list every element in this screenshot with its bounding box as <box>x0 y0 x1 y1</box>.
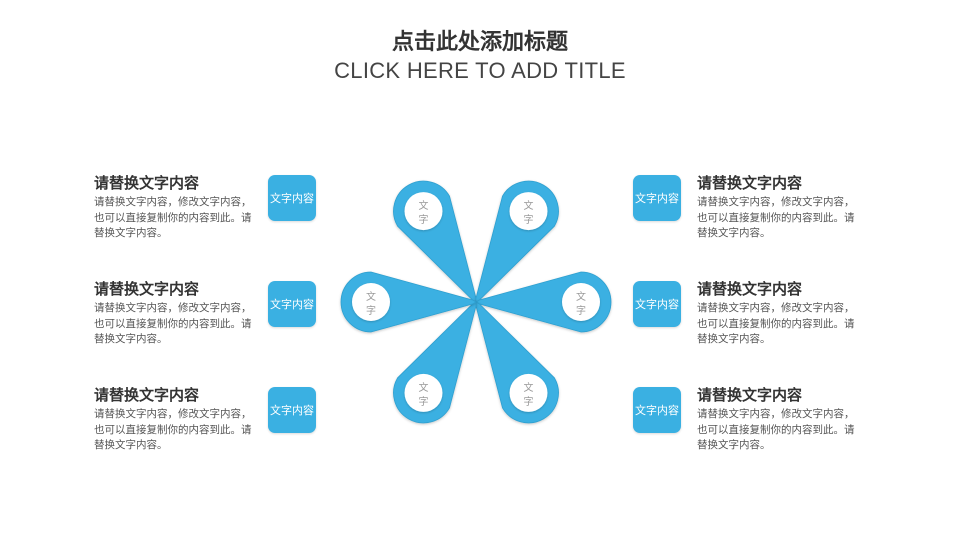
petal-label-line2: 字 <box>524 395 534 408</box>
petal-circle <box>404 373 443 412</box>
petal-circle <box>404 192 443 231</box>
badge-left-3: 文字内容 <box>268 387 316 433</box>
petal-label-line1: 文 <box>524 381 534 394</box>
petal-circle <box>509 192 548 231</box>
petal-label-line1: 文 <box>576 290 586 303</box>
petal-circle <box>509 373 548 412</box>
block-text: 请替换文字内容，修改文字内容，也可以直接复制你的内容到此。请替换文字内容。 <box>697 196 855 239</box>
text-block-right-1: 请替换文字内容 请替换文字内容，修改文字内容，也可以直接复制你的内容到此。请替换… <box>697 174 865 242</box>
block-text: 请替换文字内容，修改文字内容，也可以直接复制你的内容到此。请替换文字内容。 <box>94 302 252 345</box>
page-title: 点击此处添加标题 <box>391 30 568 55</box>
block-text: 请替换文字内容，修改文字内容，也可以直接复制你的内容到此。请替换文字内容。 <box>697 408 855 451</box>
petal-label-line2: 字 <box>419 213 429 226</box>
block-heading: 请替换文字内容 <box>94 280 200 298</box>
block-text: 请替换文字内容，修改文字内容，也可以直接复制你的内容到此。请替换文字内容。 <box>94 408 252 451</box>
text-block-left-2: 请替换文字内容 请替换文字内容，修改文字内容，也可以直接复制你的内容到此。请替换… <box>94 280 262 348</box>
text-block-left-3: 请替换文字内容 请替换文字内容，修改文字内容，也可以直接复制你的内容到此。请替换… <box>94 386 262 454</box>
badge-left-2: 文字内容 <box>268 281 316 327</box>
petal-label-line1: 文 <box>366 290 376 303</box>
block-text: 请替换文字内容，修改文字内容，也可以直接复制你的内容到此。请替换文字内容。 <box>697 302 855 345</box>
page-subtitle: CLICK HERE TO ADD TITLE <box>334 58 626 83</box>
petal-label-line1: 文 <box>419 199 429 212</box>
block-text: 请替换文字内容，修改文字内容，也可以直接复制你的内容到此。请替换文字内容。 <box>94 196 252 239</box>
petal-label-line2: 字 <box>419 395 429 408</box>
petal-label-line2: 字 <box>366 304 376 317</box>
petal-label-line1: 文 <box>524 199 534 212</box>
block-heading: 请替换文字内容 <box>697 280 803 298</box>
text-block-right-2: 请替换文字内容 请替换文字内容，修改文字内容，也可以直接复制你的内容到此。请替换… <box>697 280 865 348</box>
badge-right-2: 文字内容 <box>633 281 681 327</box>
block-heading: 请替换文字内容 <box>94 386 200 404</box>
badge-right-1: 文字内容 <box>633 175 681 221</box>
badge-left-1: 文字内容 <box>268 175 316 221</box>
petal-circle <box>562 283 600 321</box>
block-heading: 请替换文字内容 <box>697 174 803 192</box>
petal-label-line1: 文 <box>419 381 429 394</box>
block-heading: 请替换文字内容 <box>697 386 803 404</box>
petal-label-line2: 字 <box>576 304 586 317</box>
text-block-left-1: 请替换文字内容 请替换文字内容，修改文字内容，也可以直接复制你的内容到此。请替换… <box>94 174 262 242</box>
badge-right-3: 文字内容 <box>633 387 681 433</box>
text-block-right-3: 请替换文字内容 请替换文字内容，修改文字内容，也可以直接复制你的内容到此。请替换… <box>697 386 865 454</box>
block-heading: 请替换文字内容 <box>94 174 200 192</box>
petal-circle <box>352 283 390 321</box>
petal-label-line2: 字 <box>524 213 534 226</box>
